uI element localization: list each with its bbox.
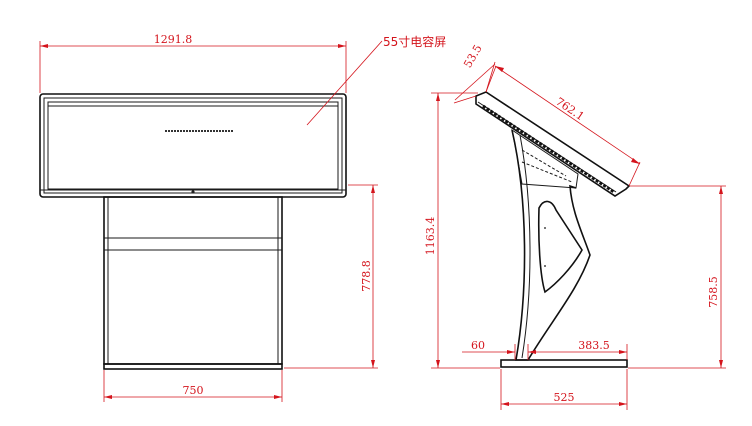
side-column-inner-edge bbox=[519, 134, 531, 359]
dim-side-foot-left: 60 bbox=[462, 339, 516, 360]
dim-side-total-height: 1163.4 bbox=[424, 92, 500, 369]
dim-side-foot-right-label: 383.5 bbox=[578, 339, 610, 352]
dim-front-width-top-label: 1291.8 bbox=[154, 33, 193, 46]
dim-side-screen-bottom-height: 758.5 bbox=[628, 185, 726, 369]
screen-size-label: 55寸电容屏 bbox=[383, 34, 446, 49]
front-screen-glass bbox=[47, 101, 339, 190]
side-neck-block bbox=[511, 128, 579, 189]
side-neck-detail-1 bbox=[521, 149, 567, 177]
side-base-plate bbox=[500, 359, 628, 368]
dim-side-base-depth-label: 525 bbox=[554, 391, 575, 404]
dim-front-height-right: 778.8 bbox=[284, 184, 378, 369]
side-neck-detail-2 bbox=[521, 161, 573, 183]
front-screen-camera bbox=[191, 190, 195, 194]
front-pedestal bbox=[103, 196, 283, 365]
front-screen-housing bbox=[39, 93, 347, 198]
side-screen-vent-strip bbox=[482, 104, 615, 194]
dim-front-width-top: 1291.8 bbox=[39, 33, 347, 93]
dim-side-base-depth: 525 bbox=[500, 369, 628, 410]
front-screen-bezel bbox=[43, 97, 343, 194]
dim-front-width-base: 750 bbox=[103, 370, 283, 402]
screen-label-callout: 55寸电容屏 bbox=[306, 34, 446, 126]
dim-side-foot-right: 383.5 bbox=[527, 339, 628, 360]
front-view: 1291.8 55寸电容屏 778.8 750 bbox=[39, 33, 446, 402]
side-view: 53.5 762.1 1163.4 758.5 bbox=[424, 42, 726, 410]
dim-front-height-right-label: 778.8 bbox=[360, 260, 373, 292]
dim-side-total-height-label: 1163.4 bbox=[424, 217, 437, 256]
dim-front-width-base-label: 750 bbox=[183, 384, 204, 397]
dim-side-foot-left-label: 60 bbox=[471, 339, 485, 352]
dim-side-screen-bottom-height-label: 758.5 bbox=[707, 276, 720, 308]
side-column bbox=[511, 129, 591, 361]
dim-side-bevel-label: 53.5 bbox=[461, 42, 485, 70]
side-cutout-hole-1 bbox=[544, 227, 546, 229]
front-base-plate bbox=[103, 363, 283, 370]
side-screen-panel bbox=[475, 91, 631, 197]
side-cutout-hole-2 bbox=[544, 265, 546, 267]
side-column-cutout bbox=[537, 200, 583, 294]
